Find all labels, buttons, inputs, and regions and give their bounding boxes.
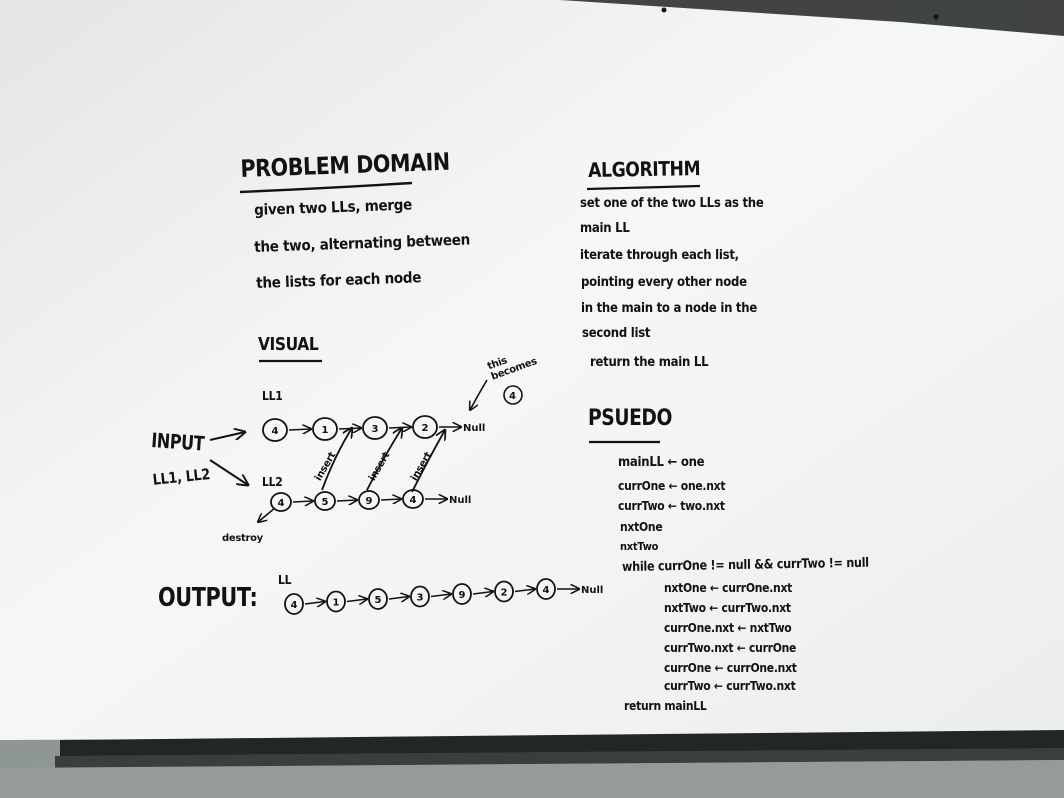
algorithm-line-2: main LL (580, 221, 630, 236)
pseudo-loop-line-2: nxtTwo ← currTwo.nxt (664, 601, 791, 615)
output-node-4 (410, 585, 430, 608)
pseudo-line-1: mainLL ← one (618, 455, 705, 470)
ll2-label: LL2 (262, 475, 283, 489)
output-node-6 (494, 580, 514, 603)
output-node-label-5: 9 (459, 590, 466, 601)
output-null-label: Null (581, 585, 603, 596)
ll2-arrow-1 (292, 501, 313, 502)
ll1-node-2 (312, 417, 338, 441)
output-arrow-4 (430, 594, 451, 597)
screw-left (661, 7, 667, 13)
output-node-5 (452, 583, 472, 605)
ll2-node-label-2: 5 (322, 497, 329, 508)
note-node-label: 4 (509, 391, 516, 402)
ll1-node-1 (262, 418, 288, 442)
algorithm-title: ALGORITHM (587, 156, 701, 182)
destroy-label: destroy (222, 533, 263, 544)
screw-right (933, 14, 939, 20)
output-node-1 (284, 593, 304, 615)
destroy-arrow (258, 507, 276, 522)
wall-bottom (0, 760, 1064, 798)
output-node-3 (368, 588, 388, 610)
pseudo-line-5: nxtTwo (620, 540, 659, 553)
algorithm-line-5: in the main to a node in the (581, 301, 757, 316)
ll2-list: 4 5 9 4 Null (270, 489, 471, 512)
input-label: INPUT (150, 428, 205, 456)
input-arrow-ll2 (209, 459, 248, 485)
problem-domain-underline (239, 181, 413, 194)
output-node-label-2: 1 (333, 598, 340, 609)
ll1-arrow-2 (338, 428, 361, 429)
output-node-7 (536, 578, 556, 600)
ll1-list: 4 1 3 2 Null (262, 415, 485, 442)
algorithm-line-6: second list (582, 326, 651, 341)
ll2-null-label: Null (449, 495, 471, 506)
algorithm-line-7: return the main LL (590, 355, 709, 370)
ll1-arrow-3 (388, 427, 411, 428)
pseudo-loop-line-1: nxtOne ← currOne.nxt (664, 581, 793, 595)
ll1-arrow-1 (288, 429, 311, 430)
algorithm-line-4: pointing every other node (581, 275, 747, 290)
tray-lip (55, 748, 1064, 768)
ll1-node-label-1: 4 (272, 426, 279, 437)
output-ll-label: LL (278, 573, 292, 587)
insert-arrow-1 (321, 428, 352, 491)
output-node-label-1: 4 (291, 600, 298, 611)
output-node-label-7: 4 (543, 585, 550, 596)
pseudo-line-4: nxtOne (620, 520, 663, 534)
algorithm-line-3: iterate through each list, (580, 248, 739, 263)
pseudo-line-2: currOne ← one.nxt (618, 479, 726, 493)
insert-arrow-2 (366, 428, 402, 491)
pseudo-loop-line-6: currTwo ← currTwo.nxt (664, 679, 796, 693)
output-arrow-3 (388, 597, 409, 600)
output-arrow-2 (346, 599, 367, 602)
ll1-null-label: Null (463, 423, 485, 434)
ll2-node-4 (402, 489, 424, 509)
output-node-label-6: 2 (501, 588, 508, 599)
problem-domain-title: PROBLEM DOMAIN (239, 147, 451, 183)
ll1-node-label-4: 2 (422, 423, 429, 434)
board-top-frame (560, 0, 1064, 36)
insert-arrow-3 (411, 430, 445, 493)
output-node-2 (326, 590, 346, 613)
ll1-node-3 (362, 416, 388, 440)
algorithm-underline (586, 184, 701, 191)
visual-title: VISUAL (258, 334, 319, 355)
ll2-node-3 (358, 490, 380, 510)
output-node-label-3: 5 (375, 595, 382, 606)
pseudo-line-3: currTwo ← two.nxt (618, 499, 725, 513)
ll1-node-4 (412, 415, 438, 439)
output-arrow-5 (472, 592, 493, 595)
pseudo-title: PSUEDO (588, 406, 673, 431)
input-arrow-ll1 (209, 432, 245, 441)
output-node-label-4: 3 (417, 593, 424, 604)
note-node-circle (503, 385, 523, 405)
pseudo-loop-line-4: currTwo.nxt ← currOne (664, 641, 797, 655)
ll2-node-label-3: 9 (366, 496, 373, 507)
ll1-label: LL1 (262, 389, 283, 403)
output-label: OUTPUT: (158, 583, 258, 613)
ll1-node-label-2: 1 (322, 425, 329, 436)
ll2-arrow-3 (380, 499, 401, 500)
ll2-arrow-2 (336, 500, 357, 501)
output-arrow-6 (514, 589, 535, 592)
pseudo-loop-line-3: currOne.nxt ← nxtTwo (664, 621, 792, 635)
output-arrow-1 (304, 602, 325, 605)
pseudo-loop-line-5: currOne ← currOne.nxt (664, 661, 797, 675)
ll2-node-1 (270, 492, 292, 512)
ll2-node-label-1: 4 (278, 498, 285, 509)
ll2-node-label-4: 4 (410, 495, 417, 506)
algorithm-line-1: set one of the two LLs as the (580, 196, 764, 211)
ll1-node-label-3: 3 (372, 424, 379, 435)
whiteboard-surface (0, 0, 1064, 740)
pseudo-return-line: return mainLL (624, 699, 707, 713)
ll2-node-2 (314, 491, 336, 511)
output-list: 4 1 5 3 9 2 4 Null (284, 578, 603, 615)
note-arrow (470, 379, 488, 410)
